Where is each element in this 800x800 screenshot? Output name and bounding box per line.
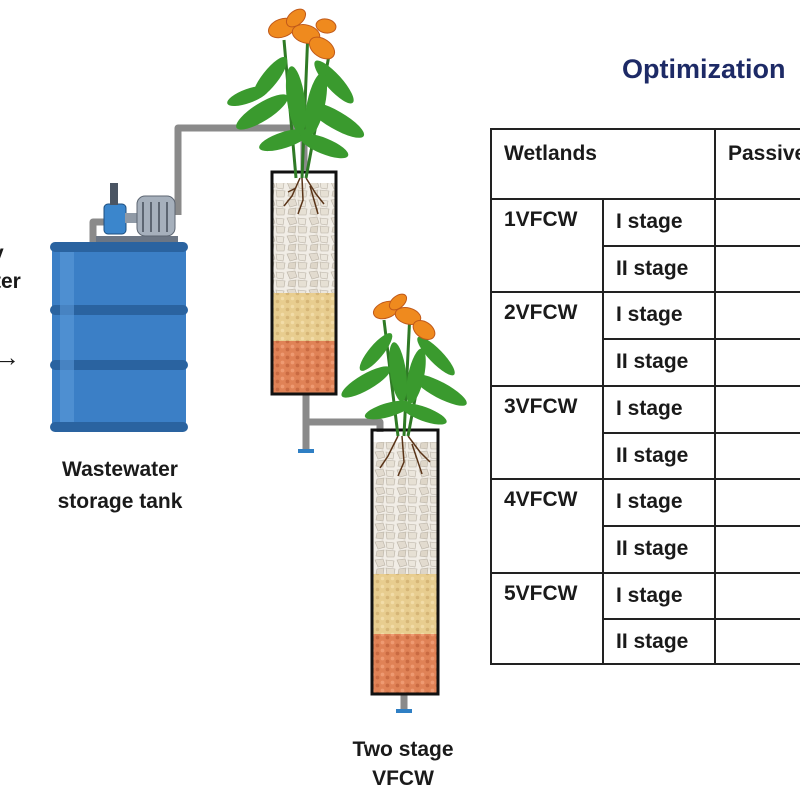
- table-border: [602, 244, 800, 247]
- table-border: [602, 431, 800, 434]
- storage-tank-icon: [50, 242, 188, 432]
- table-row-stage: I stage: [616, 303, 683, 327]
- wetland-label-line1: Two stage: [352, 738, 454, 761]
- tank-label-line2: storage tank: [57, 490, 183, 513]
- table-row-stage: II stage: [616, 630, 689, 654]
- table-row-name: 1VFCW: [504, 208, 578, 231]
- table-row-stage: II stage: [616, 256, 689, 280]
- table-border: [490, 198, 800, 200]
- table-row-stage: II stage: [616, 350, 689, 374]
- plant-icon: [227, 8, 365, 179]
- table-border: [490, 663, 800, 665]
- table-border: [602, 618, 800, 621]
- table-header-wetlands: Wetlands: [504, 142, 597, 165]
- table-row-stage: II stage: [616, 536, 689, 560]
- table-row-name: 4VFCW: [504, 488, 578, 512]
- cut-off-label-line1: y: [0, 240, 4, 268]
- wetland-column-stage-1: [270, 170, 338, 396]
- arrow-right-icon: →: [0, 342, 20, 372]
- table-row-name: 5VFCW: [504, 581, 578, 605]
- table-row-name: 3VFCW: [504, 394, 578, 418]
- tank-label-line1: Wastewater: [62, 458, 178, 481]
- table-border: [490, 128, 800, 130]
- plant-icon: [341, 293, 467, 437]
- table-row-stage: I stage: [616, 583, 683, 607]
- wetland-label-line2: VFCW: [372, 767, 434, 790]
- wetlands-table: Wetlands Passive 1VFCW I stage II stage 2VFCW…: [490, 128, 800, 665]
- table-row-stage: I stage: [616, 396, 683, 420]
- table-border: [490, 571, 800, 574]
- table-border: [602, 338, 800, 341]
- table-border: [490, 291, 800, 294]
- table-border: [490, 478, 800, 481]
- table-row-name: 2VFCW: [504, 301, 578, 325]
- table-header-passive: Passive: [728, 142, 800, 165]
- valves: [298, 449, 412, 713]
- table-border: [602, 524, 800, 527]
- wetland-column-stage-2: [370, 428, 440, 696]
- table-border: [490, 128, 492, 665]
- pump-icon: [96, 183, 178, 246]
- table-border: [714, 128, 716, 665]
- table-row-stage: I stage: [616, 490, 683, 514]
- cut-off-label-line2: ter: [0, 270, 21, 293]
- table-border: [490, 384, 800, 387]
- table-row-stage: I stage: [616, 210, 683, 233]
- table-row-stage: II stage: [616, 443, 689, 467]
- slide-title: Optimization: [622, 54, 786, 84]
